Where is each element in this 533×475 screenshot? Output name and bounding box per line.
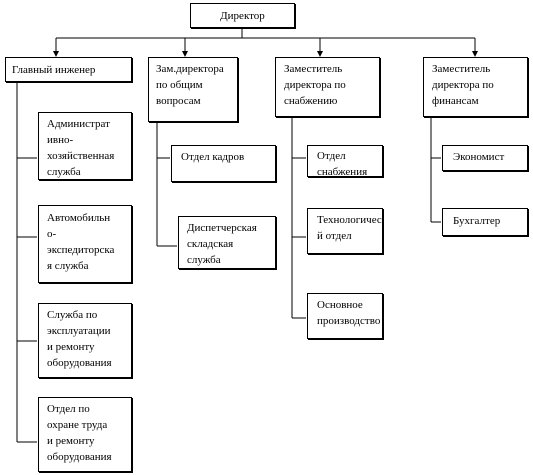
node-admin-service-line-4: служба [47,165,81,178]
node-labor-safety-line-4: оборудования [47,450,112,463]
node-labor-safety-line-2: охране труда [47,418,108,431]
node-main-production: Основное производство [307,293,383,339]
node-warehouse-service: Диспетчерская складская служба [178,216,276,269]
node-tech-department-line-2: й отдел [317,229,352,242]
node-deputy-general: Зам.директора по общим вопросам [148,57,238,122]
node-economist: Экономист [442,145,528,171]
node-auto-service-line-1: Автомобильн [47,212,111,224]
node-maintenance-service-line-4: оборудования [47,356,112,369]
node-deputy-finance: Заместитель директора по финансам [423,57,528,117]
node-deputy-general-line-2: по общим [156,78,203,91]
node-deputy-finance-line-1: Заместитель [432,63,491,75]
node-deputy-supply: Заместитель директора по снабжению [275,57,380,117]
node-director-line-1: Директор [220,10,265,22]
node-warehouse-service-line-2: складская [187,237,234,250]
node-warehouse-service-line-1: Диспетчерская [187,222,257,234]
node-admin-service-line-3: хозяйственная [47,149,115,162]
node-maintenance-service-line-2: эксплуатации [47,324,111,337]
node-labor-safety: Отдел по охране труда и ремонту оборудов… [38,397,132,472]
node-maintenance-service: Служба по эксплуатации и ремонту оборудо… [38,303,132,378]
node-deputy-supply-line-2: директора по [284,78,346,91]
node-deputy-general-line-1: Зам.директора [156,63,224,75]
node-maintenance-service-line-3: и ремонту [47,340,95,353]
node-supply-department: Отдел снабжения [307,145,383,177]
node-tech-department: Технологически й отдел [307,208,383,254]
node-economist-line-1: Экономист [453,151,505,163]
node-deputy-finance-line-3: финансам [432,94,479,107]
node-hr-department-line-1: Отдел кадров [181,151,245,163]
node-admin-service: Администрат ивно- хозяйственная служба [38,112,132,180]
node-deputy-supply-line-3: снабжению [284,94,338,107]
node-auto-service-line-2: о- [47,227,57,240]
node-chief-engineer: Главный инженер [5,57,132,82]
node-admin-service-line-1: Администрат [47,118,110,130]
node-accountant: Бухгалтер [442,208,528,236]
node-accountant-line-1: Бухгалтер [453,215,501,227]
node-deputy-general-line-3: вопросам [156,94,201,107]
node-tech-department-line-1: Технологически [317,214,382,226]
node-maintenance-service-line-1: Служба по [47,309,98,321]
node-hr-department: Отдел кадров [171,145,276,182]
node-supply-department-line-2: снабжения [317,165,368,177]
node-warehouse-service-line-3: служба [187,253,221,266]
node-main-production-line-1: Основное [317,299,363,311]
node-auto-service-line-3: экспедиторска [47,243,115,256]
node-labor-safety-line-1: Отдел по [47,403,90,415]
node-deputy-supply-line-1: Заместитель [284,63,343,75]
node-director: Директор [190,3,295,28]
node-auto-service-line-4: я служба [47,259,89,272]
node-admin-service-line-2: ивно- [47,133,74,146]
node-labor-safety-line-3: и ремонту [47,434,95,447]
node-main-production-line-2: производство [317,314,381,327]
node-deputy-finance-line-2: директора по [432,78,494,91]
node-supply-department-line-1: Отдел [317,150,346,162]
node-chief-engineer-line-1: Главный инженер [12,64,96,76]
node-auto-service: Автомобильн о- экспедиторска я служба [38,205,132,283]
